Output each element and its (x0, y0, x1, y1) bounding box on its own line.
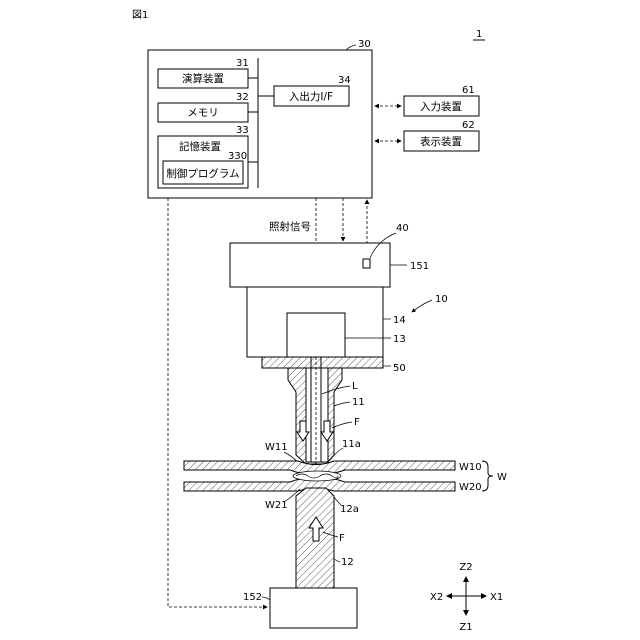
axis-z-down-label: Z1 (459, 622, 472, 633)
lower-force-label: F (339, 533, 345, 544)
upper-force-label: F (354, 417, 360, 428)
laser-unit-box (287, 313, 345, 357)
flange (262, 357, 383, 368)
storage-ref: 33 (236, 125, 249, 136)
lower-drive-leader (262, 597, 270, 600)
axis-x-right-label: X1 (490, 592, 503, 603)
figure-label: 図1 (132, 9, 148, 21)
upper-electrode-ref: 11 (352, 397, 365, 408)
signal-label: 照射信号 (269, 220, 311, 233)
head-housing-ref: 14 (393, 315, 406, 326)
upper-drive-ref: 151 (410, 261, 429, 272)
program-ref: 330 (228, 151, 247, 162)
input-device-ref: 61 (462, 85, 475, 96)
sensor-ref: 40 (396, 223, 409, 234)
welding-device-leader (412, 300, 432, 312)
controller-leader (346, 45, 356, 50)
upper-sheet-ref: W10 (459, 462, 482, 473)
weld-nugget (293, 471, 341, 481)
lower-drive-ref: 152 (243, 592, 262, 603)
program-label: 制御プログラム (166, 167, 239, 180)
workpiece-brace (482, 461, 493, 491)
laser-channel (306, 368, 328, 462)
welding-device-ref: 10 (435, 294, 448, 305)
cpu-ref: 31 (236, 58, 249, 69)
upper-sheet-contact-ref: W11 (265, 442, 288, 453)
flange-ref: 50 (393, 363, 406, 374)
axis-x-left-label: X2 (430, 592, 443, 603)
storage-label: 記憶装置 (179, 140, 221, 153)
display-device-label: 表示装置 (420, 135, 462, 148)
io-ref: 34 (338, 75, 351, 86)
lower-electrode-leader (334, 559, 340, 562)
axis-z-up-label: Z2 (459, 562, 472, 573)
lower-drive-box (270, 588, 357, 628)
memory-ref: 32 (236, 92, 249, 103)
upper-electrode-tip-ref: 11a (342, 439, 361, 450)
lower-electrode-tip-ref: 12a (340, 504, 359, 515)
device-ref: 1 (476, 29, 482, 40)
controller-ref: 30 (358, 39, 371, 50)
workpiece-ref: W (497, 472, 507, 483)
display-device-ref: 62 (462, 120, 475, 131)
input-device-label: 入力装置 (420, 100, 462, 113)
laser-beam-ref: L (352, 381, 358, 392)
upper-force-leader (332, 422, 352, 428)
lower-electrode-ref: 12 (341, 557, 354, 568)
io-label: 入出力I/F (289, 90, 333, 103)
cpu-label: 演算装置 (182, 72, 224, 85)
sensor-mark (363, 259, 370, 268)
memory-label: メモリ (187, 107, 219, 119)
lower-sheet-ref: W20 (459, 482, 482, 493)
laser-unit-ref: 13 (393, 334, 406, 345)
upper-electrode-leader (334, 402, 350, 406)
